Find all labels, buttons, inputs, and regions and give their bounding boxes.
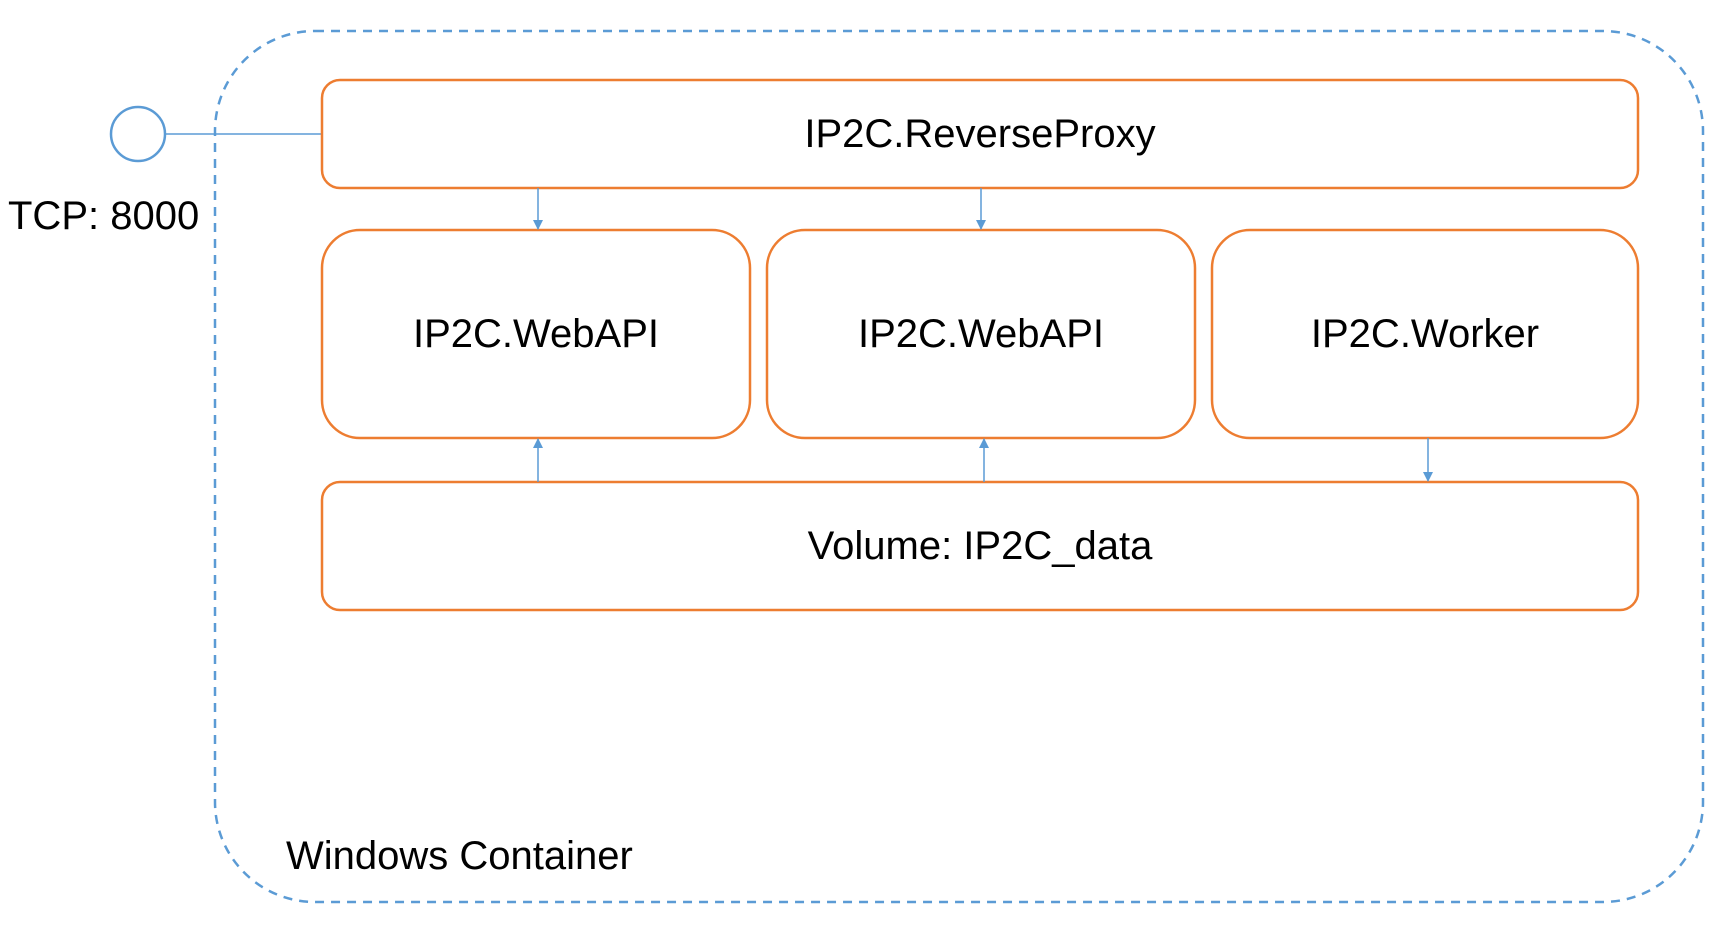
volume-label: Volume: IP2C_data — [807, 523, 1153, 568]
reverse-proxy-box — [320, 78, 1640, 190]
port-circle — [109, 105, 167, 163]
worker-box — [1210, 228, 1640, 440]
windows-container-boundary — [213, 29, 1705, 904]
reverse-proxy-label: IP2C.ReverseProxy — [804, 111, 1156, 156]
volume-box — [320, 480, 1640, 612]
container-label: Windows Container — [286, 833, 633, 878]
worker-label: IP2C.Worker — [1310, 311, 1540, 356]
webapi-1-label: IP2C.WebAPI — [412, 311, 660, 356]
port-label: TCP: 8000 — [8, 193, 200, 238]
webapi-2-label: IP2C.WebAPI — [857, 311, 1105, 356]
